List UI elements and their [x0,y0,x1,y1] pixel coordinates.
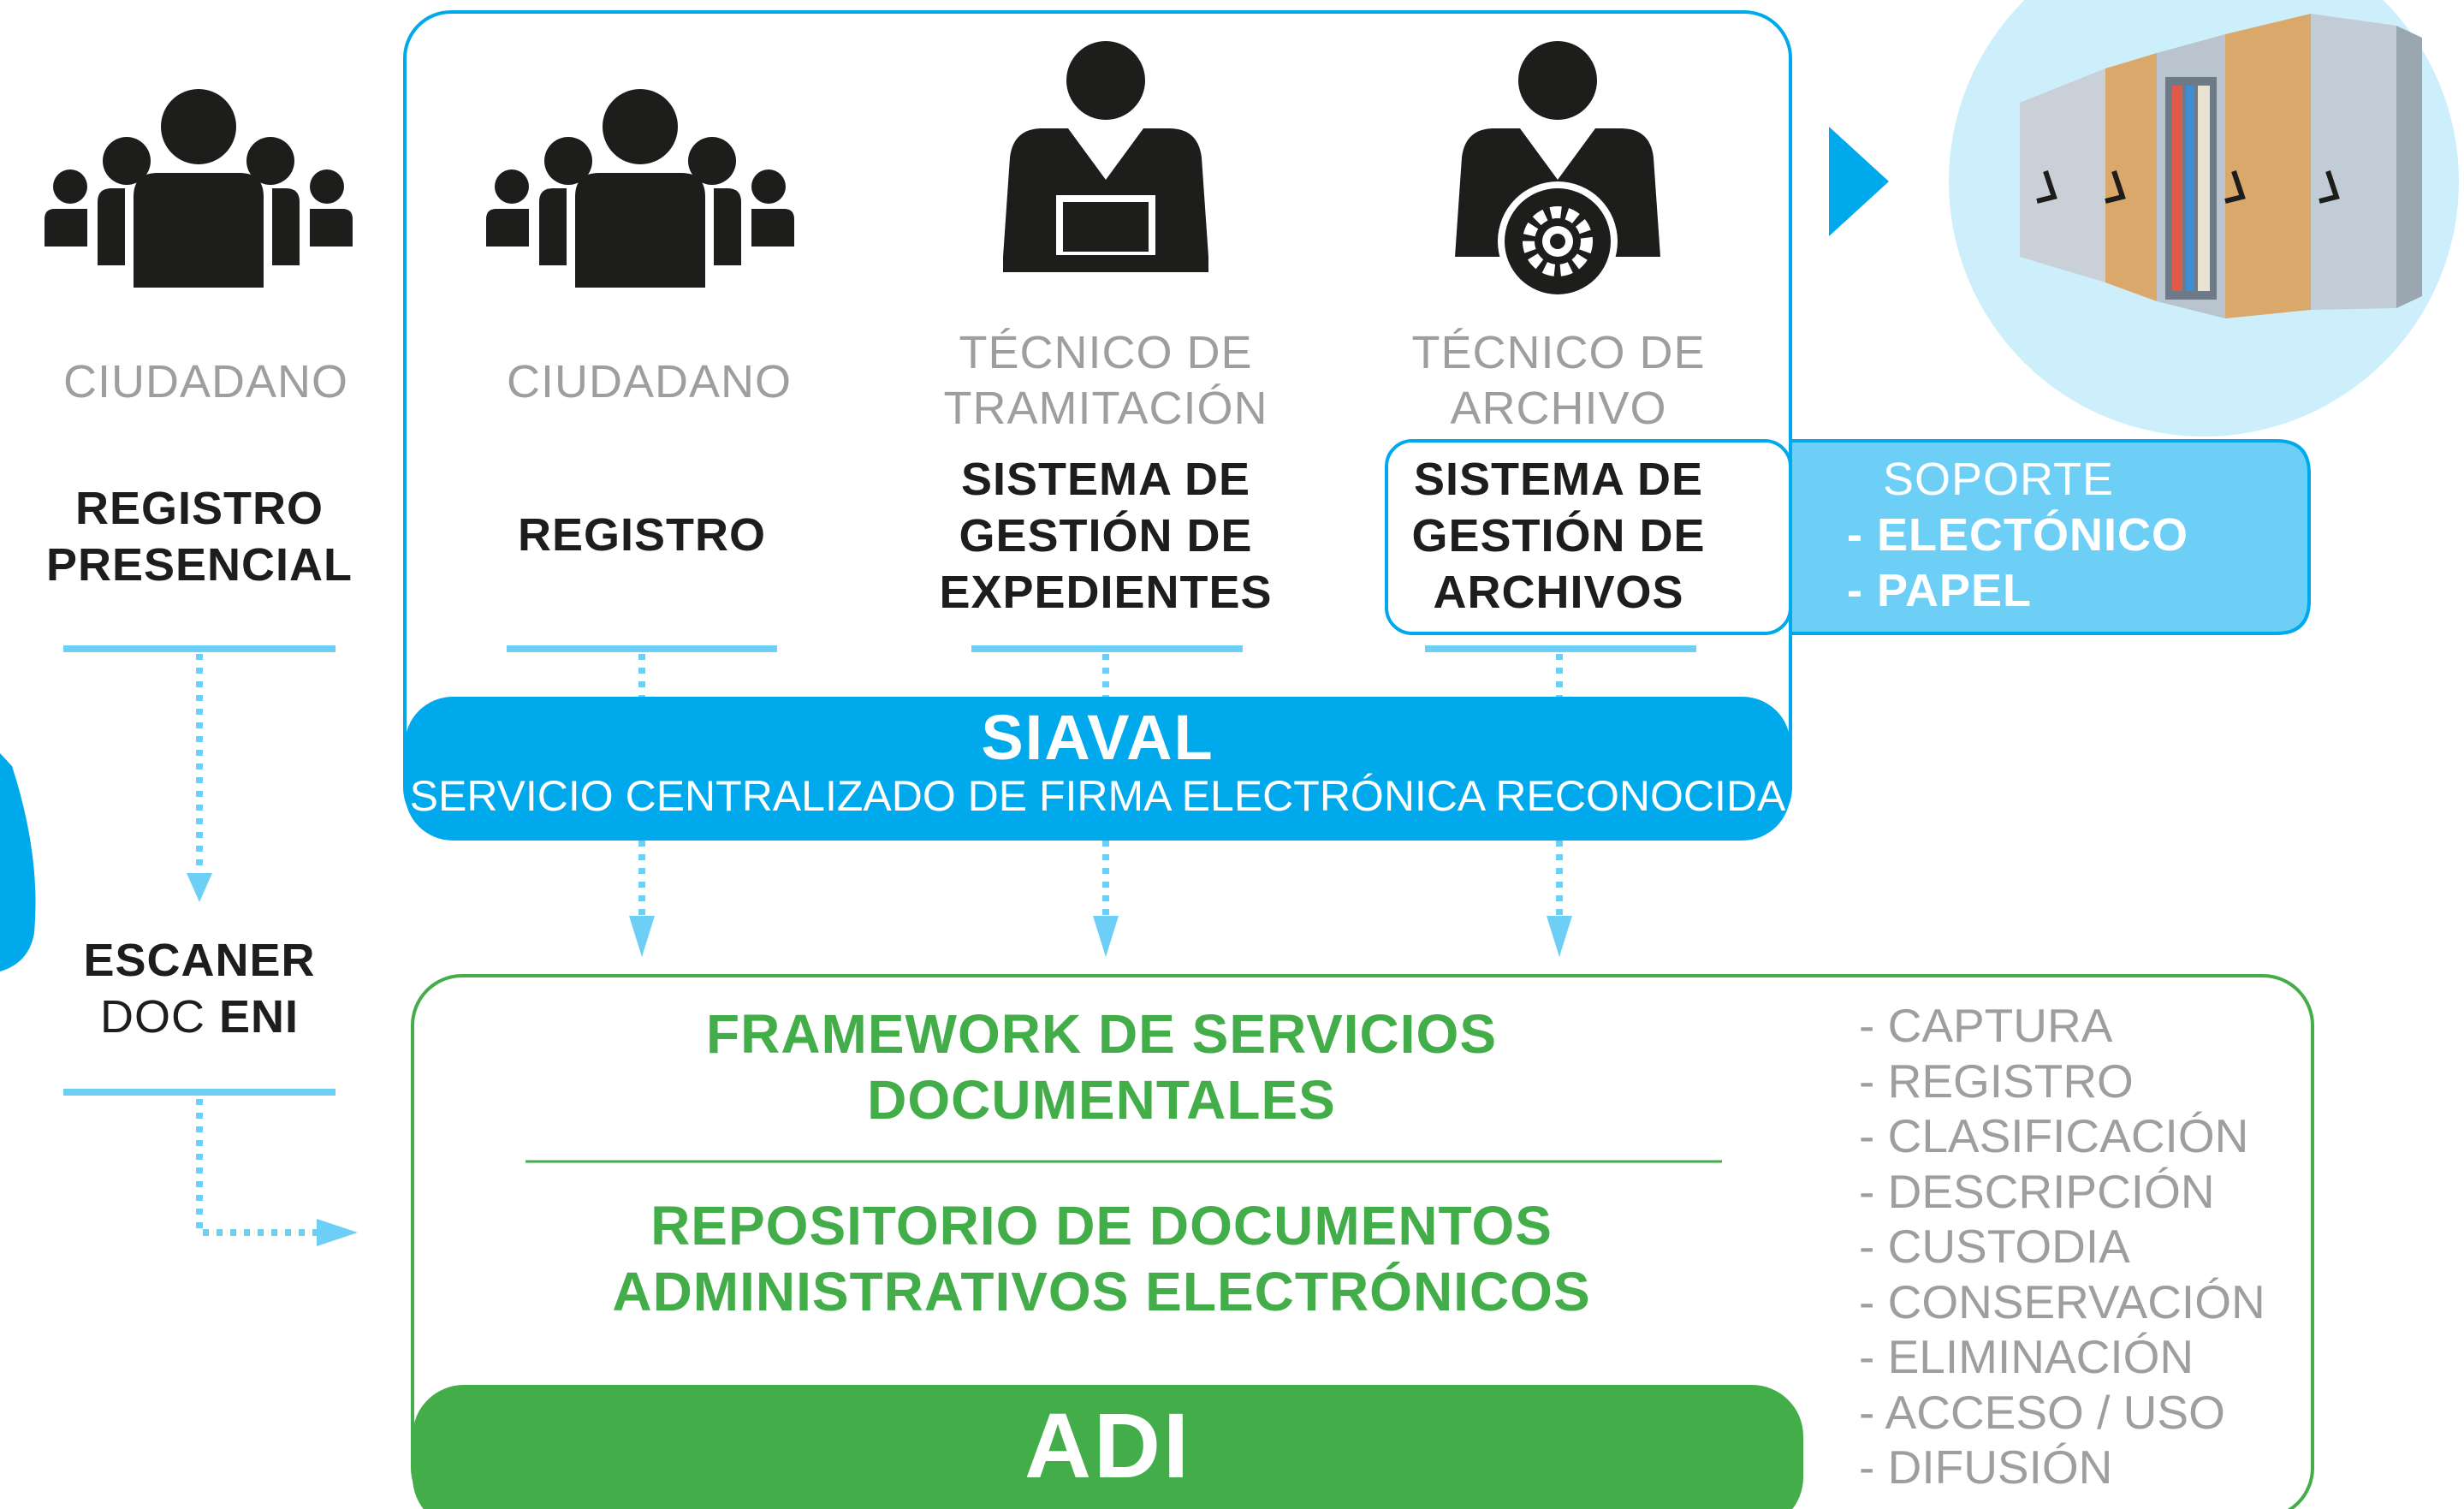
laptop-user-icon [1003,41,1208,272]
archivos-box [1385,439,1792,635]
play-arrow-icon [1829,127,1889,236]
system-line: REGISTRO [74,483,324,534]
system-line: GESTIÓN DE [1411,509,1706,561]
siaval-title: SIAVAL [981,702,1214,773]
process-item: - DESCRIPCIÓN [1859,1164,2215,1218]
framework-line: FRAMEWORK DE SERVICIOS [706,1003,1497,1065]
framework-label: FRAMEWORK DE SERVICIOS DOCUMENTALES [413,1001,1790,1133]
siaval-subtitle: SERVICIO CENTRALIZADO DE FIRMA ELECTRÓNI… [409,772,1786,820]
role-line: ARCHIVO [1450,382,1667,434]
left-edge-shape [0,753,36,971]
adi-outline-box [411,974,2314,1509]
framework-line: DOCUMENTALES [867,1068,1336,1131]
process-item: - REGISTRO [1859,1054,2134,1108]
siaval-bar [405,697,1790,841]
underlines [63,645,1696,1096]
registro-label: REGISTRO [479,508,805,564]
process-item: - ACCESO / USO [1859,1385,2225,1439]
gear-user-icon [1455,41,1660,301]
scanner-eni: ENI [218,990,300,1043]
group-icon [45,89,353,288]
process-item: - CLASIFICACIÓN [1859,1109,2249,1162]
scanner-line: DOC ENI [46,989,353,1046]
role-ciudadano-2: CIUDADANO [507,356,793,407]
system-line: REGISTRO [517,509,767,561]
role-line: TÉCNICO DE [1411,327,1706,378]
scanner-label: ESCANER DOC ENI [46,933,353,1046]
role-ciudadano-1: CIUDADANO [63,356,349,407]
repository-line: ADMINISTRATIVOS ELECTRÓNICOS [612,1260,1591,1322]
registro-presencial-label: REGISTRO PRESENCIAL [29,481,370,594]
arrowheads [187,873,1572,1246]
gestion-archivos-label: SISTEMA DE GESTIÓN DE ARCHIVOS [1381,452,1736,621]
system-line: SISTEMA DE [960,454,1251,505]
archive-shelves-image [1949,0,2459,437]
process-item: - DIFUSIÓN [1859,1441,2113,1494]
process-list: - CAPTURA - REGISTRO - CLASIFICACIÓN - D… [1859,998,2265,1495]
role-line: TRAMITACIÓN [943,382,1268,434]
soporte-box [1789,439,2311,635]
process-item: - CAPTURA [1859,999,2113,1052]
role-tecnico-tramitacion: TÉCNICO DE TRAMITACIÓN [929,325,1283,437]
soporte-title: SOPORTE [1883,454,2115,505]
system-line: EXPEDIENTES [939,566,1273,618]
dotted-connectors [196,654,1563,1236]
role-line: TÉCNICO DE [959,327,1253,378]
adi-title: ADI [1024,1393,1191,1497]
repository-line: REPOSITORIO DE DOCUMENTOS [650,1195,1553,1257]
gestion-expedientes-label: SISTEMA DE GESTIÓN DE EXPEDIENTES [929,452,1283,621]
repository-label: REPOSITORIO DE DOCUMENTOS ADMINISTRATIVO… [413,1193,1790,1325]
process-item: - CUSTODIA [1859,1220,2130,1273]
adi-bar [413,1385,1803,1509]
role-tecnico-archivo: TÉCNICO DE ARCHIVO [1381,325,1736,437]
scanner-doc: DOC [99,990,219,1043]
soporte-item-electronico: - ELECTÓNICO [1847,509,2188,561]
soporte-item-papel: - PAPEL [1847,565,2033,616]
system-line: PRESENCIAL [45,538,353,591]
process-item: - CONSERVACIÓN [1859,1274,2265,1328]
group-icon [486,89,794,288]
system-line: GESTIÓN DE [959,509,1253,561]
system-line: SISTEMA DE [1413,454,1704,505]
process-item: - ELIMINACIÓN [1859,1330,2194,1383]
system-line: ARCHIVOS [1433,566,1684,618]
scanner-line: ESCANER [83,935,316,986]
